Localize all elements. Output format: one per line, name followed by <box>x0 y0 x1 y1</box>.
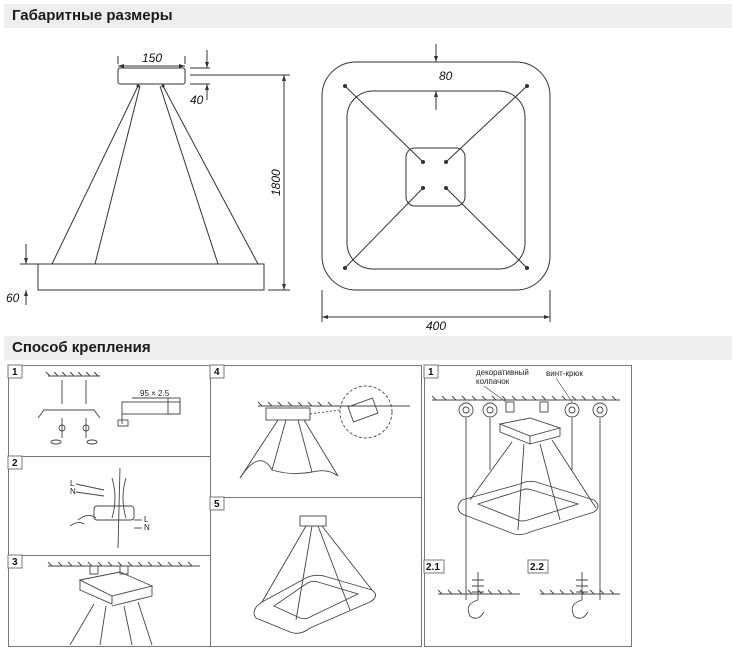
dimensions-section-title: Габаритные размеры <box>4 4 732 28</box>
step-number-2-2: 2.2 <box>530 562 544 573</box>
wire-label-n-out: N <box>144 523 150 532</box>
canopy-outline <box>117 67 186 85</box>
dim-inner-offset: 80 <box>439 69 453 83</box>
wire-label-n: N <box>70 487 76 496</box>
dim-body-height: 60 <box>6 291 20 305</box>
wire-label-l-out: L <box>144 515 149 524</box>
step-panel-right <box>424 365 632 647</box>
mounting-section-title: Способ крепления <box>4 336 732 360</box>
dim-canopy-height: 40 <box>190 93 204 107</box>
luminaire-body-outline <box>37 263 265 291</box>
wire-label-l: L <box>70 479 75 488</box>
step-number-4: 4 <box>214 367 220 378</box>
top-view-canopy <box>405 147 466 207</box>
screw-hook-label: винт-крюк <box>546 369 583 378</box>
step-number-2: 2 <box>12 458 18 469</box>
step-number-2-1: 2.1 <box>426 562 440 573</box>
step-number-3: 3 <box>12 557 18 568</box>
dim-total-height: 1800 <box>269 169 283 196</box>
decorative-cap-label: декоративный колпачок <box>476 368 529 386</box>
step-panel-5 <box>210 497 422 647</box>
step-number-1: 1 <box>12 367 18 378</box>
bracket-dimension-label: 95 × 2.5 <box>140 389 170 398</box>
step-number-5: 5 <box>214 499 220 510</box>
dim-overall-width: 400 <box>426 319 446 333</box>
step-number-right-1: 1 <box>428 367 434 378</box>
dim-canopy-width: 150 <box>142 51 162 65</box>
